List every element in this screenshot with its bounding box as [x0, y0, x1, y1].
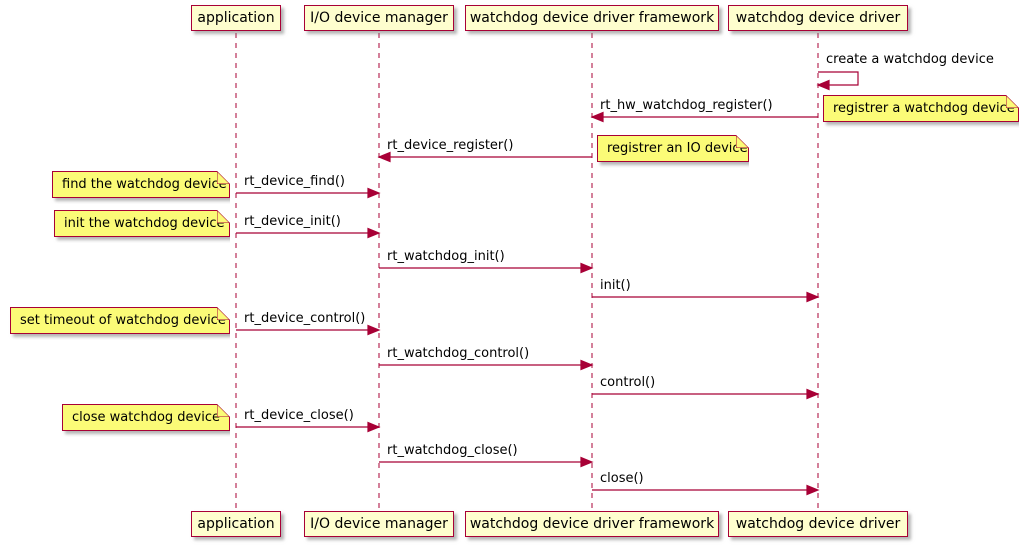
participant-top-application: application [191, 5, 281, 31]
arrowhead-rt-watchdog-control [580, 359, 594, 371]
message-label-rt-hw-watchdog-register: rt_hw_watchdog_register() [600, 98, 773, 113]
note-text: set timeout of watchdog device [20, 313, 226, 328]
arrow-create-self [818, 71, 859, 86]
message-label-init: init() [600, 278, 631, 293]
message-label-rt-device-register: rt_device_register() [387, 138, 514, 153]
arrowhead-control [806, 388, 820, 400]
note-register-io-device: registrer an IO device [597, 135, 749, 162]
message-label-rt-watchdog-close: rt_watchdog_close() [387, 443, 518, 458]
note-fold-icon [217, 307, 230, 320]
message-label-rt-device-control: rt_device_control() [244, 311, 366, 326]
participant-bottom-watchdog-driver: watchdog device driver [728, 511, 908, 537]
message-label-rt-device-init: rt_device_init() [244, 214, 341, 229]
arrowhead-rt-device-find [367, 187, 381, 199]
participant-bottom-io-device-manager: I/O device manager [304, 511, 454, 537]
note-text: find the watchdog device [62, 177, 227, 192]
note-close-watchdog-device: close watchdog device [62, 404, 230, 431]
message-label-rt-watchdog-init: rt_watchdog_init() [387, 249, 505, 264]
arrowhead-create-self [816, 79, 830, 91]
participant-bottom-application: application [191, 511, 281, 537]
participant-top-io-device-manager: I/O device manager [304, 5, 454, 31]
arrowhead-init [806, 291, 820, 303]
participant-top-watchdog-driver: watchdog device driver [728, 5, 908, 31]
participant-top-watchdog-framework: watchdog device driver framework [465, 5, 719, 31]
note-init-watchdog-device: init the watchdog device [54, 210, 230, 237]
arrowhead-close [806, 484, 820, 496]
arrowhead-rt-device-close [367, 421, 381, 433]
participant-bottom-watchdog-framework: watchdog device driver framework [465, 511, 719, 537]
message-label-control: control() [600, 375, 656, 390]
message-arrows [236, 71, 859, 496]
message-label-rt-device-close: rt_device_close() [244, 408, 354, 423]
note-set-timeout-watchdog-device: set timeout of watchdog device [10, 307, 230, 334]
note-text: registrer an IO device [607, 141, 748, 156]
message-label-close: close() [600, 471, 644, 486]
note-text: close watchdog device [72, 410, 220, 425]
message-label-create-watchdog: create a watchdog device [826, 52, 994, 67]
note-find-watchdog-device: find the watchdog device [52, 171, 230, 198]
arrowhead-rt-watchdog-close [580, 456, 594, 468]
note-fold-icon [217, 210, 230, 223]
message-label-rt-device-find: rt_device_find() [244, 174, 345, 189]
note-text: init the watchdog device [64, 216, 225, 231]
note-fold-icon [1006, 95, 1019, 108]
note-fold-icon [217, 404, 230, 417]
arrowhead-rt-watchdog-init [580, 262, 594, 274]
arrowhead-rt-device-init [367, 227, 381, 239]
message-label-rt-watchdog-control: rt_watchdog_control() [387, 346, 530, 361]
arrowhead-rt-device-control [367, 324, 381, 336]
note-fold-icon [217, 171, 230, 184]
note-text: registrer a watchdog device [833, 101, 1015, 116]
note-fold-icon [736, 135, 749, 148]
note-register-watchdog-device: registrer a watchdog device [823, 95, 1019, 122]
